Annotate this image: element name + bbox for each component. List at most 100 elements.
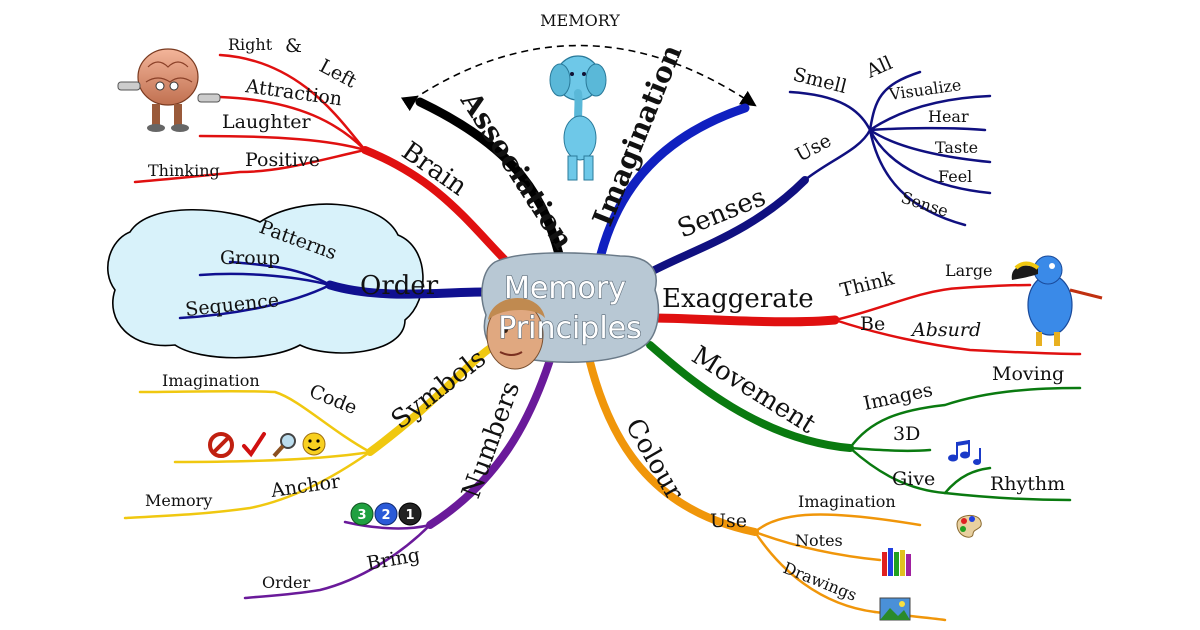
toucan-icon: [1011, 255, 1103, 346]
exaggerate-line: [645, 313, 840, 327]
numbers-order-line: [243, 523, 432, 600]
numbers-line: [426, 356, 554, 529]
brain-amp-label: &: [285, 35, 302, 57]
brain-thinking-label: Thinking: [148, 161, 220, 180]
elephant-icon: [549, 55, 607, 181]
colour-line: [586, 358, 759, 536]
senses-taste-line: [868, 128, 992, 164]
senses-use-label: Use: [792, 130, 835, 167]
cloud-shape: [106, 203, 424, 359]
movement-3d-line: [848, 446, 932, 453]
movement-moving-label: Moving: [992, 363, 1064, 385]
numbers-order-label: Order: [262, 573, 310, 592]
symbols-anchor-label: Anchor: [269, 470, 343, 502]
branch-lines: [123, 53, 1082, 622]
center-node: Memory Principles: [481, 252, 660, 370]
brain-positive-label: Positive: [245, 149, 320, 171]
colour-imagination-label: Imagination: [798, 492, 896, 511]
senses-sense-label: Sense: [899, 188, 951, 221]
music-notes-icon: [948, 440, 981, 465]
colour-drawings-line: [753, 530, 877, 614]
crayons-icon: [882, 548, 911, 576]
order-label: Order: [360, 271, 439, 301]
senses-smell-line: [788, 90, 872, 132]
exaggerate-think-line: [833, 283, 1032, 322]
senses-visualize-line: [868, 94, 992, 132]
order-line: [325, 280, 490, 299]
brain-right-line: [218, 53, 367, 152]
exaggerate-large-label: Large: [945, 261, 993, 280]
imagination-line: [595, 103, 750, 263]
order-cloud: [106, 203, 424, 359]
exaggerate-absurd-label: Absurd: [910, 319, 981, 341]
center-title-line2: Principles: [498, 311, 642, 346]
number-ball-icon: 1: [398, 502, 422, 526]
number-ball-icon: 3: [350, 502, 374, 526]
colour-notes-line: [753, 530, 882, 562]
number-ball-1-text: 1: [405, 508, 414, 523]
symbols-line: [366, 341, 499, 456]
brain-attraction-line: [218, 95, 367, 152]
movement-line: [646, 341, 854, 452]
palette-icon: [956, 515, 982, 538]
brain-right-label: Right: [228, 35, 273, 54]
exaggerate-be-label: Be: [860, 313, 885, 335]
head-icon: [486, 297, 545, 370]
senses-line: [641, 176, 809, 279]
symbols-label: Symbols: [386, 343, 492, 435]
brain-positive-line: [133, 148, 367, 184]
brain-character-icon: [117, 48, 221, 132]
number-ball-3-text: 3: [357, 508, 366, 523]
stop-icon: [208, 432, 234, 458]
association-line: [415, 97, 565, 263]
brain-line: [361, 146, 514, 269]
movement-images-line: [848, 386, 1082, 450]
center-title-line1: Memory: [504, 271, 626, 306]
exaggerate-think-label: Think: [838, 267, 897, 302]
senses-use-line: [803, 128, 872, 182]
colour-use-label: Use: [710, 510, 747, 532]
colour-notes-label: Notes: [795, 531, 843, 550]
senses-feel-label: Feel: [938, 167, 972, 186]
brain-laughter-label: Laughter: [222, 111, 311, 133]
symbols-memory-label: Memory: [145, 491, 212, 510]
senses-all-line: [868, 70, 922, 132]
symbols-anchor-line: [173, 450, 372, 464]
colour-imagination-line: [753, 513, 922, 534]
movement-images-label: Images: [861, 379, 934, 415]
numbers-bring-line: [343, 520, 432, 530]
symbols-code-label: Code: [306, 380, 360, 419]
smiley-icon: [302, 432, 326, 456]
senses-taste-label: Taste: [935, 138, 978, 157]
magnifier-icon: [272, 433, 296, 458]
symbols-memory-line: [123, 450, 372, 520]
order-patterns-line: [228, 260, 332, 287]
symbol-icons: [208, 432, 326, 458]
senses-feel-line: [868, 128, 992, 195]
order-group-line: [198, 272, 332, 287]
order-sequence-line: [178, 283, 332, 320]
memory-arc: MEMORY: [400, 11, 757, 112]
check-icon: [242, 432, 266, 458]
senses-sense-line: [868, 128, 967, 227]
colour-drawings-label: Drawings: [781, 558, 860, 605]
brain-laughter-line: [198, 134, 367, 152]
senses-hear-line: [868, 126, 987, 132]
picture-icon: [879, 597, 911, 621]
movement-rhythm-label: Rhythm: [990, 473, 1065, 495]
memory-arc-label: MEMORY: [540, 11, 620, 30]
order-group-label: Group: [220, 247, 280, 269]
movement-give-label: Give: [892, 468, 935, 490]
number-balls: 3 2 1: [350, 502, 422, 526]
senses-all-label: All: [862, 52, 895, 83]
symbols-code-line: [138, 389, 372, 454]
movement-rhythm-split: [943, 466, 992, 495]
symbols-imagination-label: Imagination: [162, 371, 260, 390]
number-ball-icon: 2: [374, 502, 398, 526]
number-ball-2-text: 2: [381, 508, 390, 523]
dashed-arrow: [400, 44, 757, 112]
numbers-bring-label: Bring: [365, 544, 422, 575]
exaggerate-label: Exaggerate: [662, 284, 814, 314]
exaggerate-be-line: [833, 318, 1082, 356]
